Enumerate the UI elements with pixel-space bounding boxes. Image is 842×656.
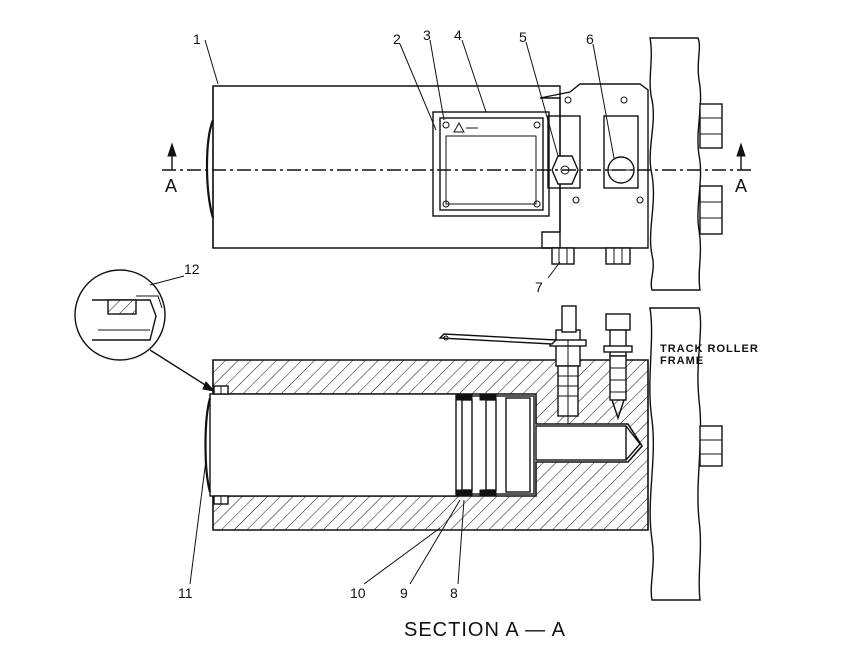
frame-label-line1: TRACK ROLLER	[660, 343, 759, 355]
leader-lines-section	[149, 275, 465, 585]
section-caption: SECTION A — A	[404, 619, 566, 641]
relief-valve-top	[603, 115, 639, 189]
section-view	[74, 39, 723, 601]
callout-3: 3	[423, 27, 431, 43]
callout-9: 9	[400, 585, 408, 601]
callout-11: 11	[178, 585, 193, 601]
callout-4: 4	[454, 27, 462, 43]
cylinder-end-cap	[205, 119, 215, 219]
warning-plate-edge	[438, 333, 558, 345]
seal-upper-2	[479, 393, 497, 401]
grease-fitting-hex	[547, 115, 581, 189]
section-mark-left: A	[165, 176, 177, 196]
cylinder-body	[212, 85, 561, 249]
frame-bolt-upper	[699, 103, 723, 149]
piston	[455, 393, 535, 497]
seal-upper-1	[455, 393, 473, 401]
callout-2: 2	[393, 31, 401, 47]
piston-rod	[204, 393, 459, 497]
detail-leader	[149, 349, 211, 389]
frame-plate-top	[649, 37, 702, 291]
callout-6: 6	[586, 31, 594, 47]
callout-8: 8	[450, 585, 458, 601]
bottom-bolts	[551, 247, 631, 265]
frame-bolt-lower	[699, 185, 723, 235]
leader-lines-top	[204, 39, 615, 279]
section-arrow-right	[736, 142, 746, 170]
section-mark-right: A	[735, 176, 747, 196]
relief-valve-section	[603, 313, 633, 421]
frame-bolt-section	[699, 425, 723, 467]
callout-7: 7	[535, 279, 543, 295]
callout-10: 10	[350, 585, 366, 601]
frame-label-line2: FRAME	[660, 355, 704, 367]
callout-5: 5	[519, 29, 527, 45]
seal-detail-view	[74, 269, 166, 361]
frame-plate-section	[649, 307, 702, 601]
oil-passage	[535, 425, 627, 461]
seal-lower-1	[455, 489, 473, 497]
seal-lower-2	[479, 489, 497, 497]
warning-plate	[432, 111, 550, 217]
top-view	[162, 37, 752, 291]
section-arrow-left	[167, 142, 177, 170]
warning-triangle-icon	[453, 121, 465, 133]
callout-1: 1	[193, 31, 201, 47]
callout-12: 12	[184, 261, 200, 277]
